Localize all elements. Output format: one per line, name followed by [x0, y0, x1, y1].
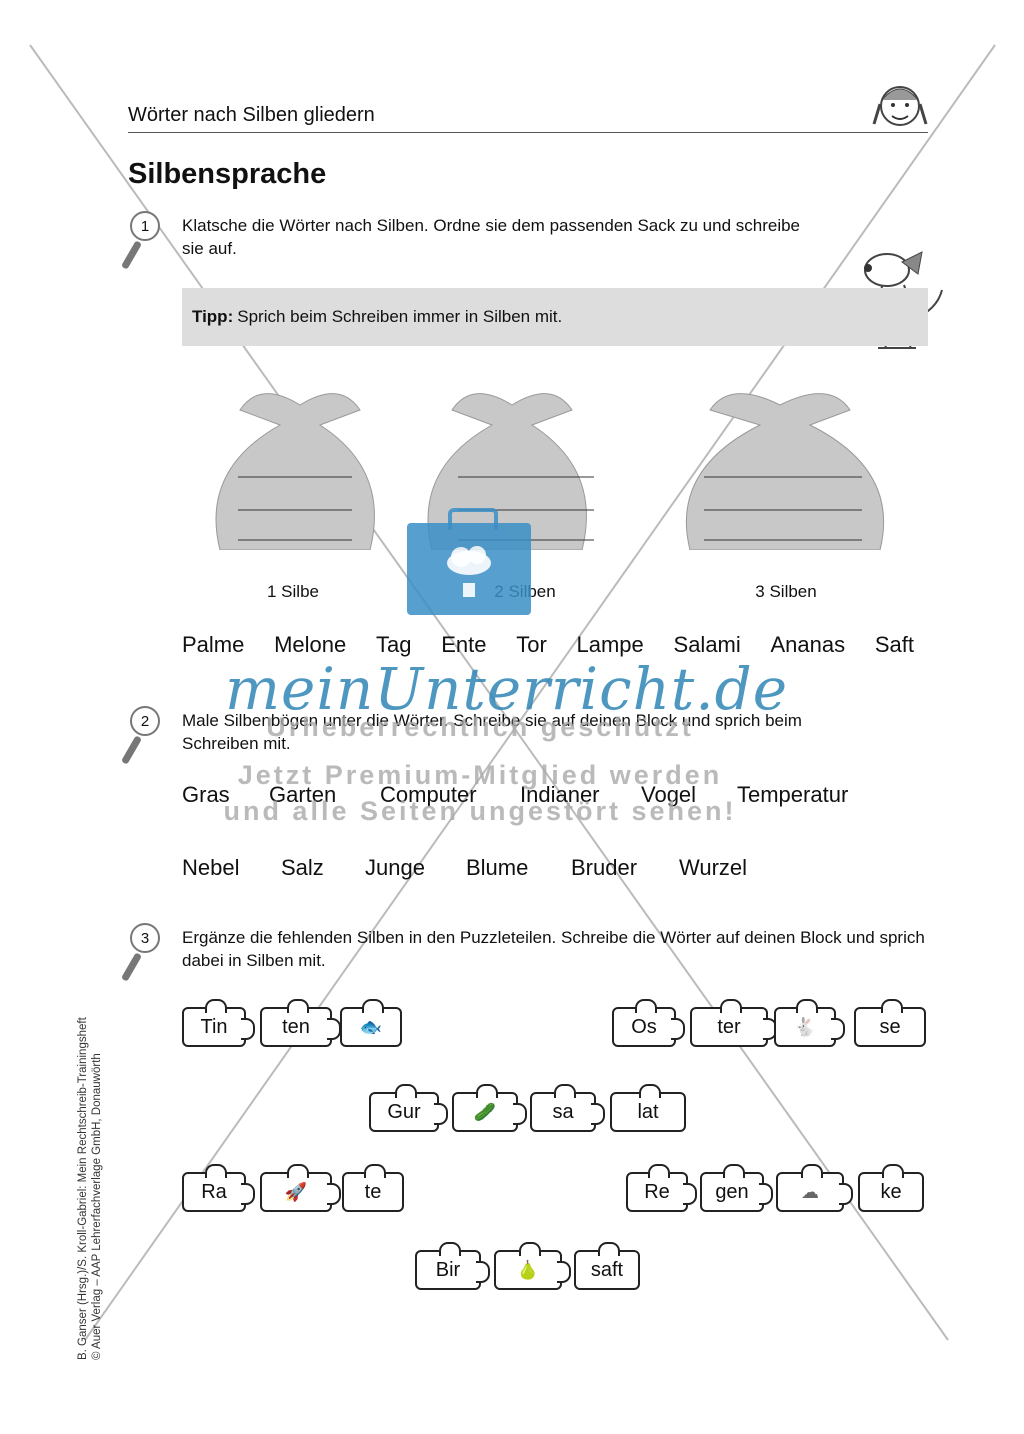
page-title: Silbensprache — [128, 158, 327, 190]
word: Temperatur — [737, 782, 849, 807]
word: Ente — [441, 632, 487, 657]
task-number-3: 3 — [130, 923, 160, 953]
puzzle-piece: Re — [626, 1164, 697, 1212]
sack-1-silbe — [215, 393, 375, 550]
task2-instruction: Male Silbenbögen unter die Wörter. Schre… — [182, 711, 802, 753]
task2-word-row-1: Gras Garten Computer Indianer Vogel Temp… — [182, 782, 848, 808]
page-header: Wörter nach Silben gliedern — [128, 104, 375, 126]
rabbit-icon: 🐇 — [793, 1016, 817, 1037]
puzzle-piece: sa — [530, 1084, 605, 1132]
puzzle-piece: 🍐 — [494, 1242, 571, 1290]
word: Tor — [516, 632, 547, 657]
word: Bruder — [571, 855, 638, 880]
puzzle-piece: ter — [690, 999, 777, 1047]
word: Saft — [874, 632, 914, 657]
copyright-credit: B. Ganser (Hrsg.)/S. Kroll-Gabriel: Mein… — [77, 1017, 103, 1360]
briefcase-icon-handle — [448, 508, 498, 530]
word: Tag — [375, 632, 412, 657]
word: Vogel — [641, 782, 697, 807]
word: Salami — [673, 632, 741, 657]
puzzle-piece: ten — [260, 999, 341, 1047]
task1-word-list: Palme Melone Tag Ente Tor Lampe Salami A… — [182, 632, 914, 658]
puzzle-piece: ☁ — [776, 1164, 853, 1212]
word: Salz — [281, 855, 324, 880]
tip-label: Tipp: — [192, 307, 234, 326]
puzzle-piece: lat — [610, 1084, 686, 1132]
tip-box: Tipp: Sprich beim Schreiben immer in Sil… — [182, 288, 928, 346]
word: Gras — [182, 782, 230, 807]
puzzle-piece: Ra — [182, 1164, 255, 1212]
puzzle-piece: saft — [574, 1242, 640, 1290]
puzzle-piece: Gur — [369, 1084, 448, 1132]
word: Computer — [380, 782, 477, 807]
puzzle-piece: te — [342, 1164, 404, 1212]
word: Wurzel — [679, 855, 748, 880]
watermark-line-1: Urheberrechtlich geschützt — [266, 712, 694, 742]
puzzle-piece: gen — [700, 1164, 773, 1212]
task1-instruction: Klatsche die Wörter nach Silben. Ordne s… — [182, 216, 801, 258]
cloud-icon: ☁ — [801, 1181, 819, 1202]
puzzle-piece: se — [854, 999, 926, 1047]
sack-label-3: 3 Silben — [755, 582, 817, 601]
word: Indianer — [520, 782, 600, 807]
task-number-2: 2 — [130, 706, 160, 736]
watermark-line-3: und alle Seiten ungestört sehen! — [223, 796, 737, 826]
puzzle-piece: Os — [612, 999, 685, 1047]
watermark-line-2: Jetzt Premium-Mitglied werden — [237, 760, 723, 790]
girl-illustration — [872, 86, 928, 126]
task2-word-row-2: Nebel Salz Junge Blume Bruder Wurzel — [182, 855, 747, 881]
word: Melone — [274, 632, 347, 657]
rocket-icon: 🚀 — [284, 1181, 308, 1202]
puzzle-piece: ke — [858, 1164, 924, 1212]
header-divider — [128, 132, 928, 133]
word: Junge — [365, 855, 425, 880]
word: Lampe — [576, 632, 644, 657]
watermark-logo: meinUnterricht.de — [225, 655, 789, 723]
puzzle-piece: 🥒 — [452, 1084, 527, 1132]
word: Ananas — [770, 632, 846, 657]
puzzle-piece: 🐇 — [774, 999, 845, 1047]
puzzle-piece: 🚀 — [260, 1164, 341, 1212]
briefcase-icon — [407, 523, 531, 615]
puzzle-piece: 🐟 — [340, 999, 402, 1047]
task-number-1: 1 — [130, 211, 160, 241]
tip-text: Sprich beim Schreiben immer in Silben mi… — [237, 307, 563, 326]
sack-label-1: 1 Silbe — [267, 582, 319, 601]
cucumber-icon: 🥒 — [473, 1101, 497, 1122]
sack-3-silben — [685, 393, 885, 550]
word: Palme — [182, 632, 245, 657]
puzzle-piece: Tin — [182, 999, 255, 1047]
task3-instruction: Ergänze die fehlenden Silben in den Puzz… — [182, 928, 925, 970]
puzzle-piece: Bir — [415, 1242, 490, 1290]
word: Nebel — [182, 855, 240, 880]
pear-icon: 🍐 — [516, 1259, 540, 1280]
word: Blume — [466, 855, 529, 880]
word: Garten — [269, 782, 337, 807]
fish-icon: 🐟 — [359, 1016, 383, 1037]
